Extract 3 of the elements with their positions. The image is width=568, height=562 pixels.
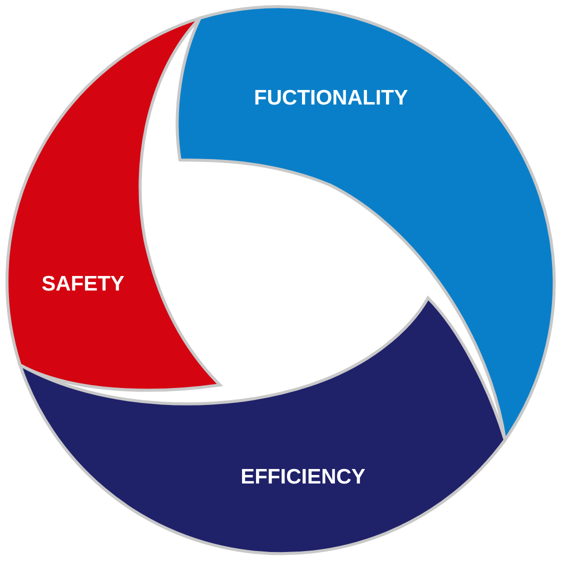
segment-label: FUCTIONALITY: [254, 85, 408, 112]
segment-label: EFFICIENCY: [240, 464, 366, 490]
segment-label: SAFETY: [42, 271, 124, 298]
